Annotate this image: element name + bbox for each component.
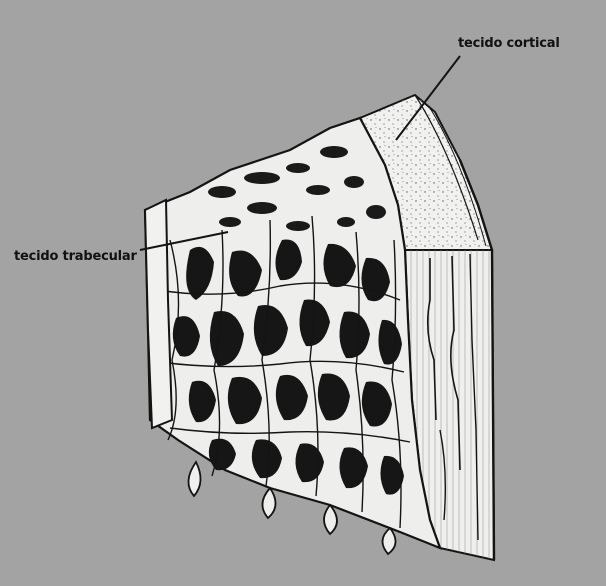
osteon-channel xyxy=(426,258,437,421)
left-edge-slab xyxy=(143,198,174,430)
cortical-tissue xyxy=(358,93,496,562)
trabecular-top-pores xyxy=(208,146,386,231)
osteon-channel xyxy=(450,255,461,471)
osteon-channel xyxy=(469,253,479,541)
label-trabecular-tissue: tecido trabecular xyxy=(14,249,137,264)
trabecular-cavities xyxy=(172,239,404,495)
leader-line-cortical xyxy=(395,55,461,141)
trabecular-struts xyxy=(157,215,411,529)
cortical-outer-edge xyxy=(458,159,496,561)
leader-line-trabecular xyxy=(139,231,229,251)
trabecular-bottom-nubs xyxy=(187,460,397,556)
cortical-lamella-line xyxy=(414,94,479,241)
cortical-top-stipple xyxy=(360,95,492,256)
osteon-channel xyxy=(439,429,447,521)
trabecular-tissue xyxy=(143,116,442,556)
cortical-lamella-line xyxy=(429,107,487,247)
label-cortical-tissue: tecido cortical xyxy=(458,36,560,51)
